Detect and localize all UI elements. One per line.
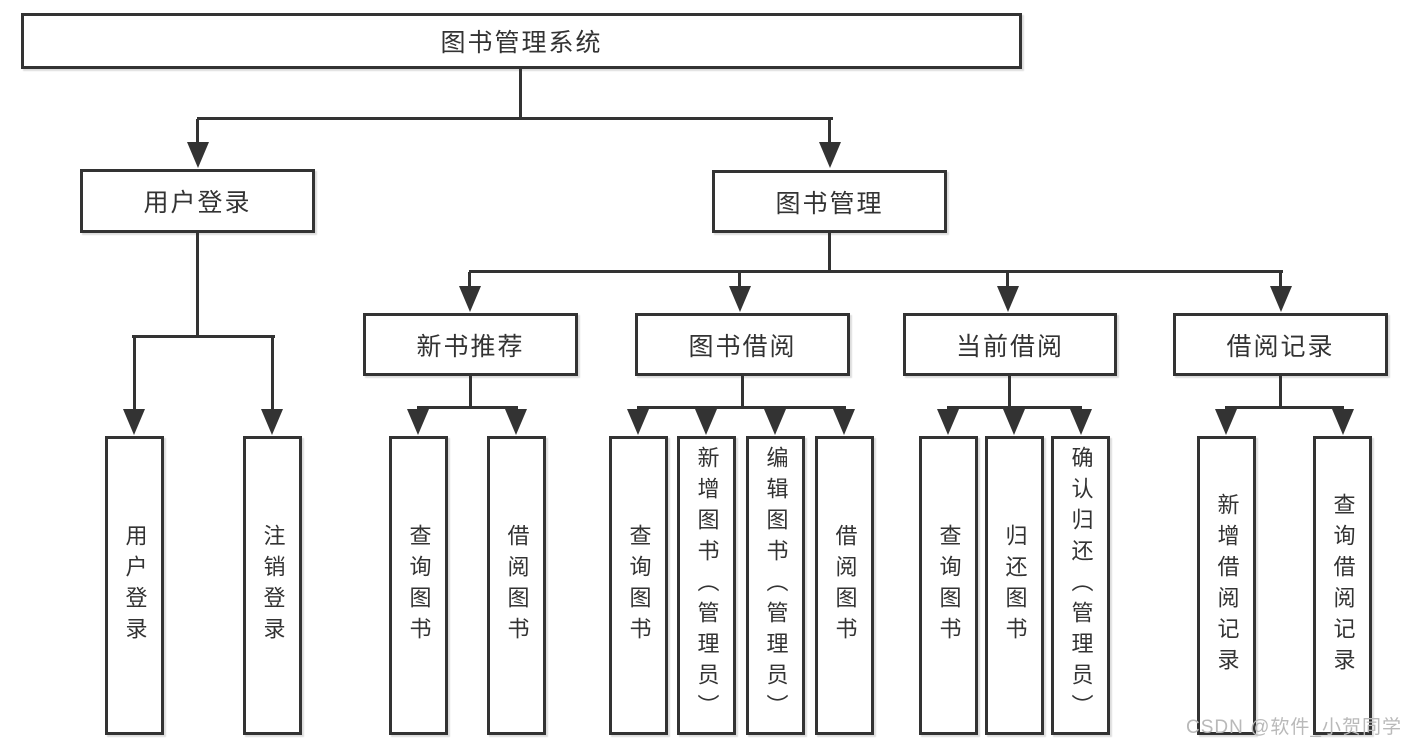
node-book-management: 图书管理 [712,170,947,233]
arrow-down-icon [187,142,209,168]
arrow-down-icon [695,409,717,435]
leaf-logout-label: 注销登录 [260,523,286,648]
node-borrow-records-label: 借阅记录 [1226,332,1335,361]
leaf-borrow-books: 借阅图书 [815,436,874,735]
connector [1279,272,1282,288]
connector [417,406,518,409]
arrow-down-icon [764,409,786,435]
node-new-book-recommend-label: 新书推荐 [416,332,525,361]
connector [1225,406,1344,409]
connector [468,272,471,288]
arrow-down-icon [123,409,145,435]
connector [133,337,136,411]
leaf-current-query-books-label: 查询图书 [936,523,962,648]
leaf-logout: 注销登录 [243,436,302,735]
connector [519,69,522,119]
connector [132,335,275,338]
arrow-down-icon [1003,409,1025,435]
connector [1279,376,1282,408]
leaf-borrow-query-books: 查询图书 [609,436,668,735]
node-user-login: 用户登录 [80,169,315,233]
connector [196,233,199,337]
leaf-add-books-admin-label: 新增图书（管理员） [694,446,720,725]
arrow-down-icon [1070,409,1092,435]
node-current-borrow: 当前借阅 [903,313,1117,376]
node-book-management-label: 图书管理 [775,189,884,218]
node-book-borrow: 图书借阅 [635,313,850,376]
arrow-down-icon [833,409,855,435]
arrow-down-icon [997,286,1019,312]
node-root-label: 图书管理系统 [440,29,603,57]
leaf-borrow-query-books-label: 查询图书 [626,523,652,648]
arrow-down-icon [1332,409,1354,435]
arrow-down-icon [1215,409,1237,435]
arrow-down-icon [505,409,527,435]
connector [271,337,274,411]
leaf-add-borrow-record-label: 新增借阅记录 [1214,492,1240,679]
connector [469,376,472,408]
leaf-current-query-books: 查询图书 [919,436,978,735]
node-current-borrow-label: 当前借阅 [955,332,1064,361]
connector [196,119,199,145]
leaf-user-login: 用户登录 [105,436,164,735]
arrow-down-icon [261,409,283,435]
connector [1006,272,1009,288]
node-borrow-records: 借阅记录 [1173,313,1388,376]
connector [741,376,744,408]
arrow-down-icon [729,286,751,312]
connector [828,233,831,272]
arrow-down-icon [459,286,481,312]
leaf-edit-books-admin-label: 编辑图书（管理员） [763,446,789,725]
leaf-return-books-label: 归还图书 [1002,523,1028,648]
leaf-confirm-return-admin: 确认归还（管理员） [1051,436,1110,735]
connector [197,117,833,120]
leaf-edit-books-admin: 编辑图书（管理员） [746,436,805,735]
leaf-recommend-borrow-books: 借阅图书 [487,436,546,735]
leaf-recommend-query-books: 查询图书 [389,436,448,735]
leaf-recommend-query-books-label: 查询图书 [406,523,432,648]
node-new-book-recommend: 新书推荐 [363,313,578,376]
arrow-down-icon [819,142,841,168]
leaf-add-borrow-record: 新增借阅记录 [1197,436,1256,735]
connector [637,406,846,409]
leaf-query-borrow-record: 查询借阅记录 [1313,436,1372,735]
connector [947,406,1082,409]
connector [1008,376,1011,408]
leaf-recommend-borrow-books-label: 借阅图书 [504,523,530,648]
arrow-down-icon [937,409,959,435]
node-root: 图书管理系统 [21,13,1022,69]
node-book-borrow-label: 图书借阅 [688,332,797,361]
leaf-confirm-return-admin-label: 确认归还（管理员） [1068,446,1094,725]
arrow-down-icon [627,409,649,435]
watermark: CSDN @软件_小贺同学 [1186,717,1402,738]
connector [828,119,831,145]
arrow-down-icon [1270,286,1292,312]
arrow-down-icon [407,409,429,435]
leaf-user-login-label: 用户登录 [122,523,148,648]
leaf-query-borrow-record-label: 查询借阅记录 [1330,492,1356,679]
connector [469,270,1283,273]
connector [738,272,741,288]
node-user-login-label: 用户登录 [143,189,252,217]
leaf-add-books-admin: 新增图书（管理员） [677,436,736,735]
leaf-borrow-books-label: 借阅图书 [832,523,858,648]
leaf-return-books: 归还图书 [985,436,1044,735]
